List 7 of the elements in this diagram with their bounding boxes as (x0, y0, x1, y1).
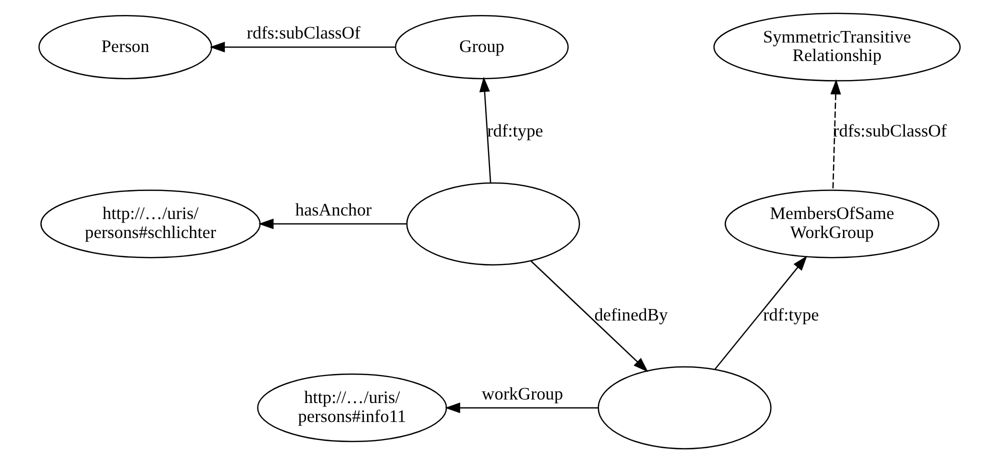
edge-label: rdf:type (487, 120, 544, 141)
edge-label: rdf:type (763, 304, 819, 325)
edge-label: workGroup (482, 383, 564, 404)
edge-label: rdfs:subClassOf (246, 22, 360, 43)
edge-label: rdfs:subClassOf (833, 120, 947, 141)
edge-label: definedBy (594, 304, 668, 325)
edge-label: hasAnchor (295, 199, 372, 220)
